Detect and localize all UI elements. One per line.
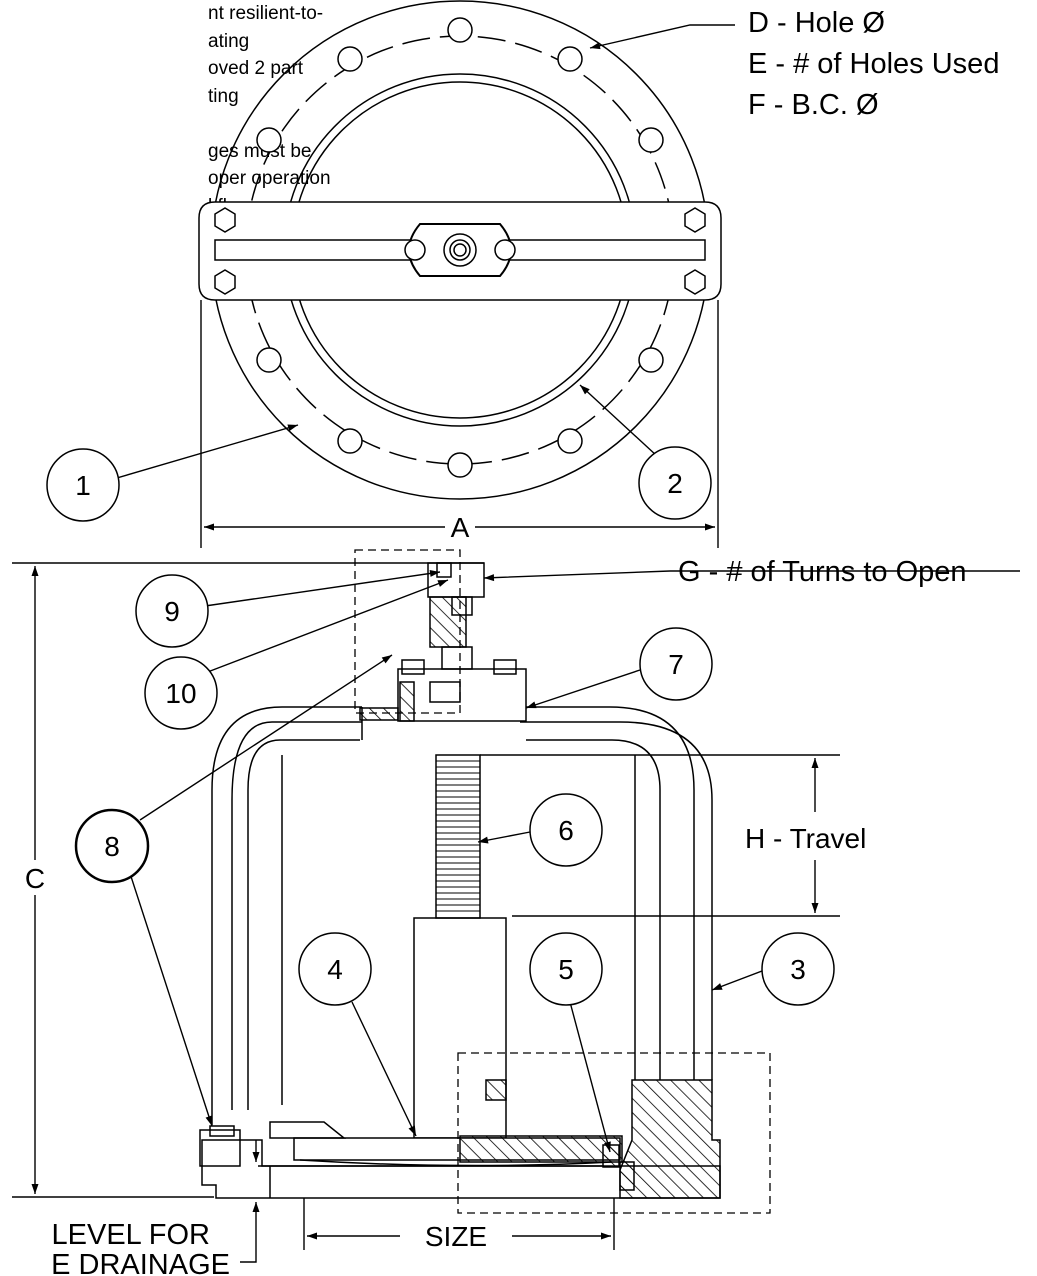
dimension-h (480, 754, 840, 917)
note-line-1: nt resilient-to- (208, 3, 324, 24)
balloon-1-label: 1 (75, 470, 91, 501)
balloon-8-label: 8 (104, 831, 120, 862)
balloon-4-label: 4 (327, 954, 343, 985)
hole-diameter-callout: D - Hole Ø (748, 7, 885, 39)
holes-used-callout: E - # of Holes Used (748, 48, 999, 80)
balloon-3 (761, 932, 835, 1006)
balloon-9 (135, 574, 209, 648)
note-line-2: ating (208, 30, 250, 52)
travel-label: H - Travel (745, 823, 866, 854)
size-label: SIZE (425, 1221, 487, 1252)
balloon-10-label: 10 (165, 678, 196, 709)
dimension-c-label: C (25, 863, 45, 894)
balloon-6 (529, 793, 603, 867)
note-line-4: ting (208, 85, 239, 107)
balloon-9-label: 9 (164, 596, 180, 627)
dimension-a-label: A (451, 512, 470, 543)
balloon-1 (46, 448, 120, 522)
level-for-text: LEVEL FOR (52, 1219, 210, 1251)
dimension-a (200, 300, 719, 548)
balloon-7-label: 7 (668, 649, 684, 680)
balloon-4 (298, 932, 372, 1006)
note-line-3: oved 2 part (208, 58, 304, 79)
balloon-2 (638, 446, 712, 520)
balloon-5-label: 5 (558, 954, 574, 985)
bolt-holes (227, 17, 693, 478)
drainage-leader (240, 1140, 260, 1263)
drainage-text: E DRAINAGE (51, 1249, 230, 1276)
note-line-7: oper operation (208, 168, 331, 189)
balloon-6-label: 6 (558, 815, 574, 846)
balloon-2-label: 2 (667, 468, 683, 499)
turns-to-open-callout: G - # of Turns to Open (678, 556, 967, 588)
bolt-circle-callout: F - B.C. Ø (748, 89, 879, 121)
stem-threads (436, 760, 480, 912)
balloons (46, 446, 835, 1006)
top-view (198, 0, 722, 500)
balloon-3-label: 3 (790, 954, 806, 985)
side-leaders (124, 569, 1020, 1153)
balloon-5 (529, 932, 603, 1006)
balloon-10 (144, 656, 218, 730)
yoke-bolts (214, 207, 706, 295)
balloon-7 (639, 627, 713, 701)
stem-block (413, 917, 507, 1139)
dimension-c (12, 562, 484, 1198)
balloon-8 (74, 808, 150, 884)
dimension-size (303, 1198, 615, 1250)
